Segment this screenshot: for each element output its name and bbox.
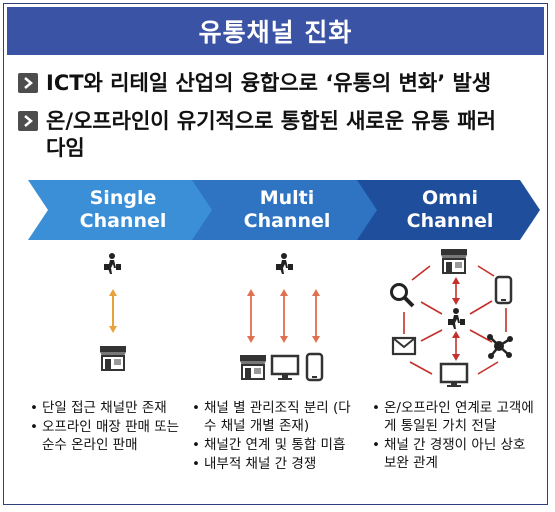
arrows-omni [403, 265, 507, 375]
page-title: 유통채널 진화 [7, 7, 544, 55]
stage-3-label-line2: Channel [406, 210, 494, 232]
outer-frame [3, 3, 548, 505]
smartphone-icon [494, 275, 513, 305]
search-icon [390, 283, 415, 308]
monitor-icon [270, 354, 300, 380]
network-icon [487, 334, 513, 359]
stage-2-chevron [192, 180, 380, 240]
stage-1-label-line2: Channel [79, 210, 167, 232]
stage-3-label-line1: Omni [422, 187, 478, 209]
store-icon [441, 249, 467, 274]
stage-2-label-line2: Channel [243, 210, 331, 232]
list-item: 오프라인 매장 판매 또는 순수 온라인 판매 [30, 418, 180, 454]
stage-2-label-line1: Multi [259, 187, 315, 209]
arrow-single [109, 289, 117, 333]
store-icon [100, 346, 126, 371]
smartphone-icon [305, 352, 324, 382]
list-item: 채널간 연계 및 통합 미흡 [192, 436, 354, 454]
stage-2-notes: 채널 별 관리조직 분리 (다수 채널 개별 존재) 채널간 연계 및 통합 미… [192, 399, 354, 474]
stage-1-label-line1: Single [89, 187, 157, 209]
chevron-right-icon [18, 111, 38, 131]
shopper-icon [104, 253, 121, 274]
list-item: 온/오프라인 연계로 고객에게 통일된 가치 전달 [372, 399, 534, 435]
bullet-2-text: 온/오프라인이 유기적으로 통합된 새로운 유통 패러다임 [46, 109, 496, 160]
stage-1-chevron [28, 180, 215, 240]
bullet-1-text: ICT와 리테일 산업의 융합으로 ‘유통의 변화’ 발생 [46, 71, 492, 95]
list-item: 채널 별 관리조직 분리 (다수 채널 개별 존재) [192, 399, 354, 435]
shopper-icon [448, 308, 465, 329]
mail-icon [391, 336, 417, 356]
list-item: 단일 접근 채널만 존재 [30, 399, 180, 417]
list-item: 채널 간 경쟁이 아닌 상호 보완 관계 [372, 436, 534, 472]
stage-3-notes: 온/오프라인 연계로 고객에게 통일된 가치 전달 채널 간 경쟁이 아닌 상호… [372, 399, 534, 473]
store-icon [240, 355, 266, 380]
list-item: 내부적 채널 간 경쟁 [192, 455, 354, 473]
shopper-icon [276, 253, 293, 274]
chevron-right-icon [18, 73, 38, 93]
stage-1-notes: 단일 접근 채널만 존재 오프라인 매장 판매 또는 순수 온라인 판매 [30, 399, 180, 455]
bullet-1: ICT와 리테일 산업의 융합으로 ‘유통의 변화’ 발생 [18, 70, 538, 97]
arrows-multi [247, 289, 320, 343]
stage-3-chevron [357, 180, 540, 240]
bullet-2: 온/오프라인이 유기적으로 통합된 새로운 유통 패러다임 [18, 108, 518, 162]
monitor-icon [439, 362, 469, 387]
